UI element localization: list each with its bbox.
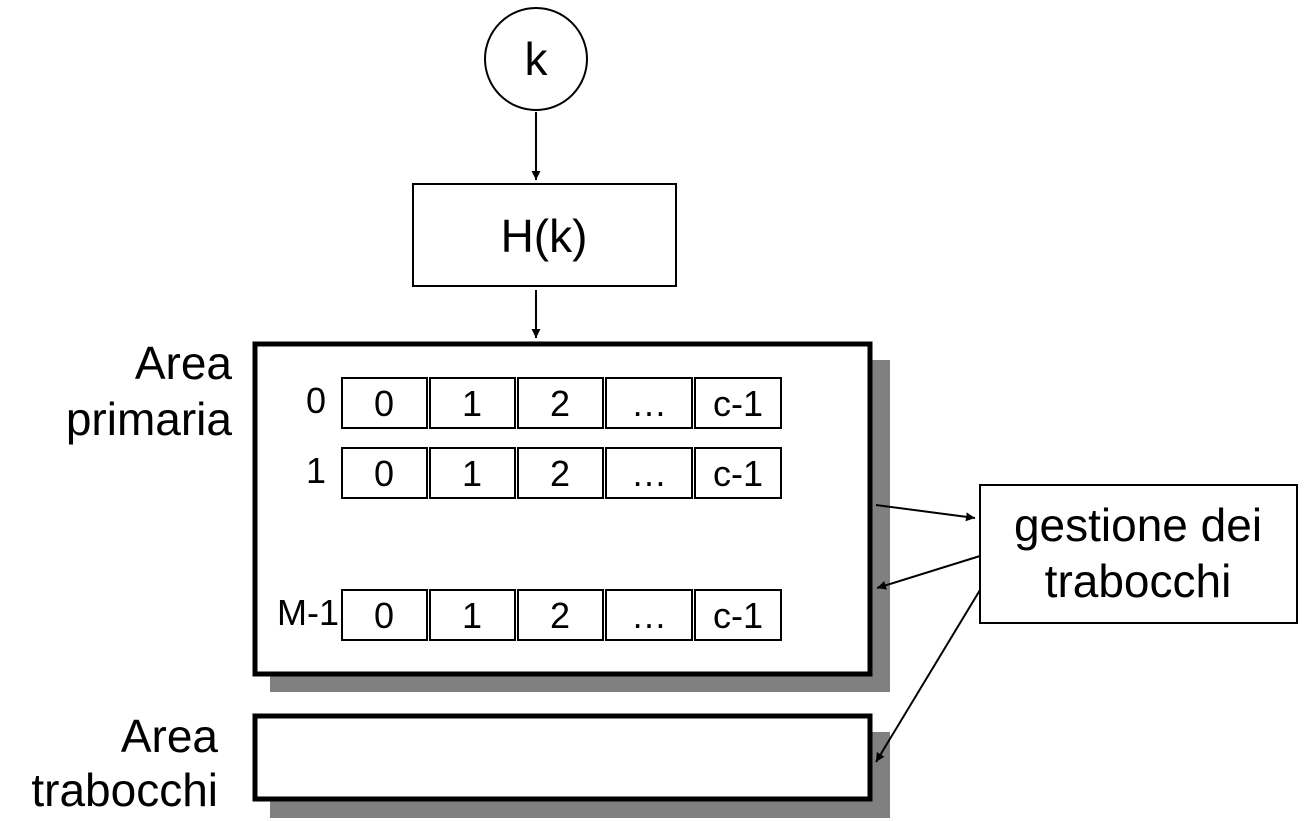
overflow-manager-label-line2: trabocchi	[1045, 555, 1232, 607]
bucket-cell	[341, 447, 428, 499]
bucket-cell	[429, 589, 516, 641]
bucket-cell	[517, 447, 604, 499]
bucket-row-0: 0 0 1 2 … c-1	[306, 377, 782, 429]
overflow-area-label-line2: trabocchi	[31, 764, 218, 816]
hash-function-box	[412, 183, 677, 287]
primary-area-label-line2: primaria	[66, 393, 233, 445]
bucket-cell-text: 1	[462, 595, 482, 636]
bucket-cell	[341, 589, 428, 641]
primary-area-label-line1: Area	[135, 337, 233, 389]
overflow-manager-label-line1: gestione dei	[1014, 499, 1262, 551]
bucket-row-last: M-1 0 1 2 … c-1	[277, 589, 782, 641]
manager-to-primary-arrow	[876, 555, 981, 590]
bucket-cell	[605, 377, 693, 429]
bucket-cell-text: …	[631, 453, 667, 494]
bucket-cell-text: c-1	[713, 453, 763, 494]
hash-function-label: H(k)	[501, 210, 588, 262]
bucket-label: M-1	[277, 592, 339, 633]
bucket-cell-text: 2	[550, 383, 570, 424]
bucket-cell	[517, 589, 604, 641]
bucket-row-1: 1 0 1 2 … c-1	[306, 447, 782, 499]
bucket-cell-text: c-1	[713, 595, 763, 636]
bucket-cell-text: 1	[462, 453, 482, 494]
bucket-label: 0	[306, 380, 326, 421]
bucket-cell	[341, 377, 428, 429]
bucket-cell	[429, 447, 516, 499]
bucket-cell-text: …	[631, 383, 667, 424]
primary-to-manager-arrow	[875, 504, 976, 522]
overflow-manager-box	[979, 484, 1298, 624]
bucket-cell-text: 1	[462, 383, 482, 424]
bucket-cell-text: c-1	[713, 383, 763, 424]
bucket-cell-text: 2	[550, 453, 570, 494]
manager-to-overflow-arrow	[875, 589, 981, 763]
bucket-cell-text: 0	[374, 595, 394, 636]
bucket-cell-text: 0	[374, 383, 394, 424]
bucket-cell	[517, 377, 604, 429]
bucket-cell-text: 0	[374, 453, 394, 494]
overflow-area-label-line1: Area	[121, 710, 219, 762]
bucket-cell	[694, 447, 782, 499]
key-circle	[484, 7, 588, 111]
bucket-cell-text: 2	[550, 595, 570, 636]
bucket-cell	[429, 377, 516, 429]
bucket-cell	[694, 589, 782, 641]
overflow-area-box	[252, 713, 873, 802]
bucket-cell	[605, 589, 693, 641]
key-label: k	[525, 33, 549, 85]
bucket-cell	[694, 377, 782, 429]
bucket-cell-text: …	[631, 595, 667, 636]
bucket-label: 1	[306, 450, 326, 491]
bucket-cell	[605, 447, 693, 499]
